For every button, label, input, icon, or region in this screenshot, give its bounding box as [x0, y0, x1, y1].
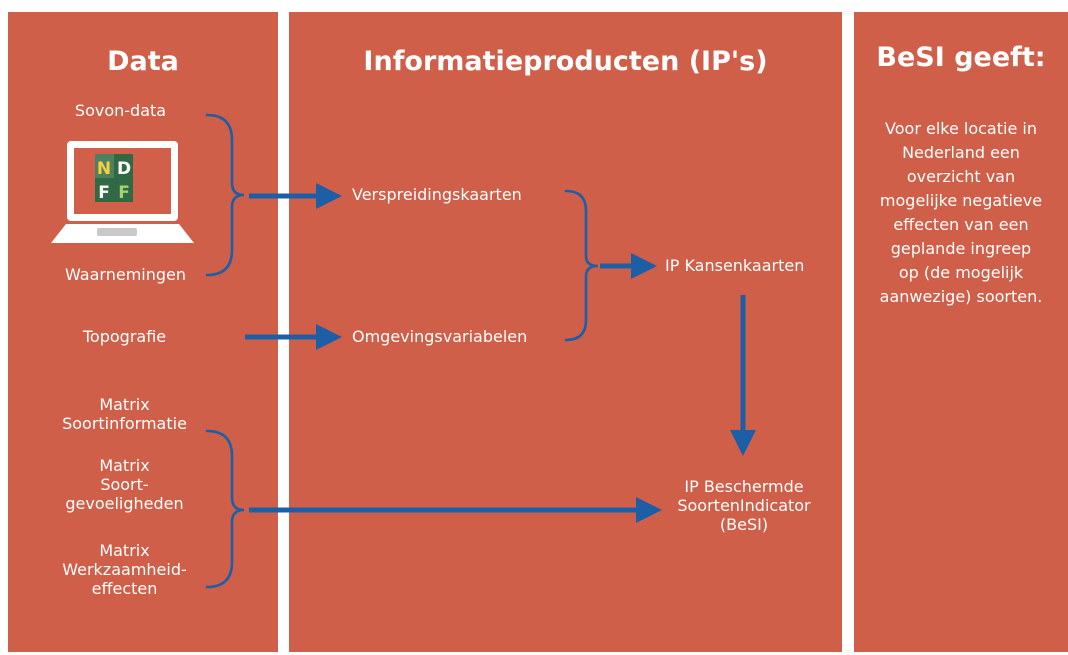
label-line: Werkzaamheid-: [62, 560, 187, 580]
besi-result-column-panel: [854, 12, 1068, 652]
label-line: (BeSI): [719, 515, 769, 535]
ndff-logo: N D F F: [95, 154, 133, 203]
label-line: Matrix: [99, 541, 150, 560]
arrow-data-to-verspreiding: [249, 183, 342, 209]
information-products-column-panel: [289, 12, 842, 652]
description-line: Nederland een: [902, 143, 1020, 162]
heading-informatieproducten: Informatieproducten (IP's): [363, 46, 768, 77]
label-matrix-werkzaamheideffecten: Matrix Werkzaamheid- effecten: [8, 541, 241, 599]
label-topografie: Topografie: [82, 327, 167, 346]
label-line: Soort-: [100, 475, 149, 495]
brace-kaarten: [564, 189, 599, 342]
label-sovon-data: Sovon-data: [74, 101, 167, 120]
label-matrix-soortinformatie: Matrix Soortinformatie: [8, 395, 241, 433]
label-line: Soortinformatie: [62, 414, 187, 434]
arrow-topografie-to-omgeving: [245, 324, 342, 350]
ndff-logo-letter: F: [118, 183, 130, 203]
brace-sovon-data: [205, 113, 245, 277]
label-line: SoortenIndicator: [677, 496, 811, 516]
label-verspreidingskaarten: Verspreidingskaarten: [352, 185, 522, 204]
label-ip-besi: IP Beschermde SoortenIndicator (BeSI): [654, 477, 834, 535]
label-line: effecten: [91, 579, 158, 599]
label-line: gevoeligheden: [65, 494, 184, 514]
ndff-logo-letter: D: [117, 159, 131, 179]
label-line: Matrix: [99, 395, 150, 414]
label-waarnemingen: Waarnemingen: [65, 265, 186, 284]
description-line: effecten van een: [893, 215, 1029, 234]
description-line: overzicht van: [906, 167, 1016, 186]
ndff-logo-letter: N: [97, 159, 111, 179]
arrow-matrices-to-besi: [249, 497, 662, 523]
laptop-icon: N D F F: [51, 141, 194, 243]
description-line: op (de mogelijk: [898, 263, 1024, 282]
label-matrix-soortgevoeligheden: Matrix Soort- gevoeligheden: [8, 456, 241, 514]
label-line: Matrix: [99, 456, 150, 475]
brace-matrices: [205, 429, 245, 589]
label-omgevingsvariabelen: Omgevingsvariabelen: [352, 327, 528, 346]
description-line: Voor elke locatie in: [885, 119, 1037, 138]
ndff-logo-letter: F: [98, 183, 110, 203]
label-ip-kansenkaarten: IP Kansenkaarten: [665, 256, 805, 275]
description-line: mogelijke negatieve: [879, 191, 1043, 210]
besi-description: Voor elke locatie in Nederland een overz…: [854, 117, 1068, 309]
heading-besi-geeft: BeSI geeft:: [876, 42, 1046, 73]
label-line: IP Beschermde: [684, 477, 804, 496]
arrow-kaarten-to-kansen: [600, 253, 657, 279]
arrow-kansen-to-besi: [730, 295, 756, 456]
heading-data: Data: [107, 46, 179, 77]
description-line: aanwezige) soorten.: [879, 287, 1043, 306]
description-line: geplande ingreep: [890, 239, 1032, 258]
